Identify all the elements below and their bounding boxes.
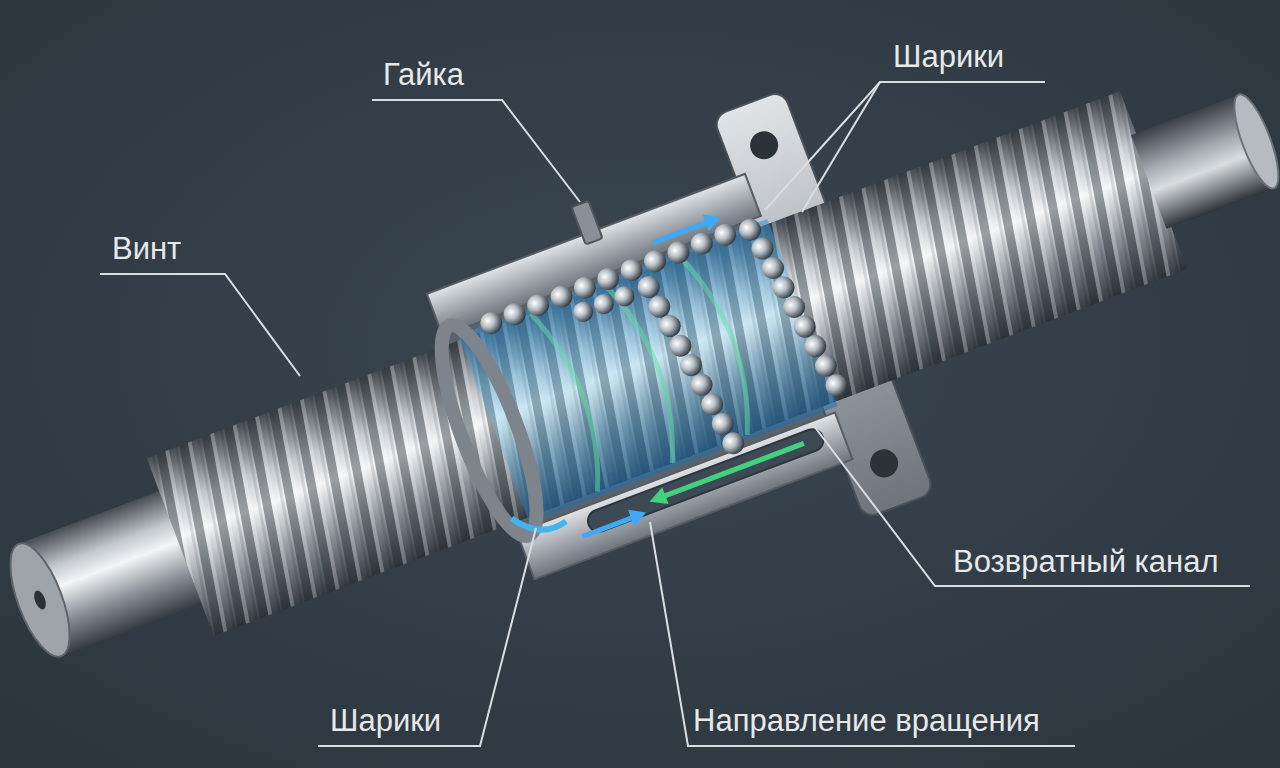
part-label: Шарики xyxy=(893,38,1004,76)
part-label: Направление вращения xyxy=(693,702,1040,740)
part-label: Гайка xyxy=(383,56,464,94)
part-label: Винт xyxy=(112,230,181,268)
part-label: Возвратный канал xyxy=(953,543,1219,581)
part-label: Шарики xyxy=(330,702,441,740)
